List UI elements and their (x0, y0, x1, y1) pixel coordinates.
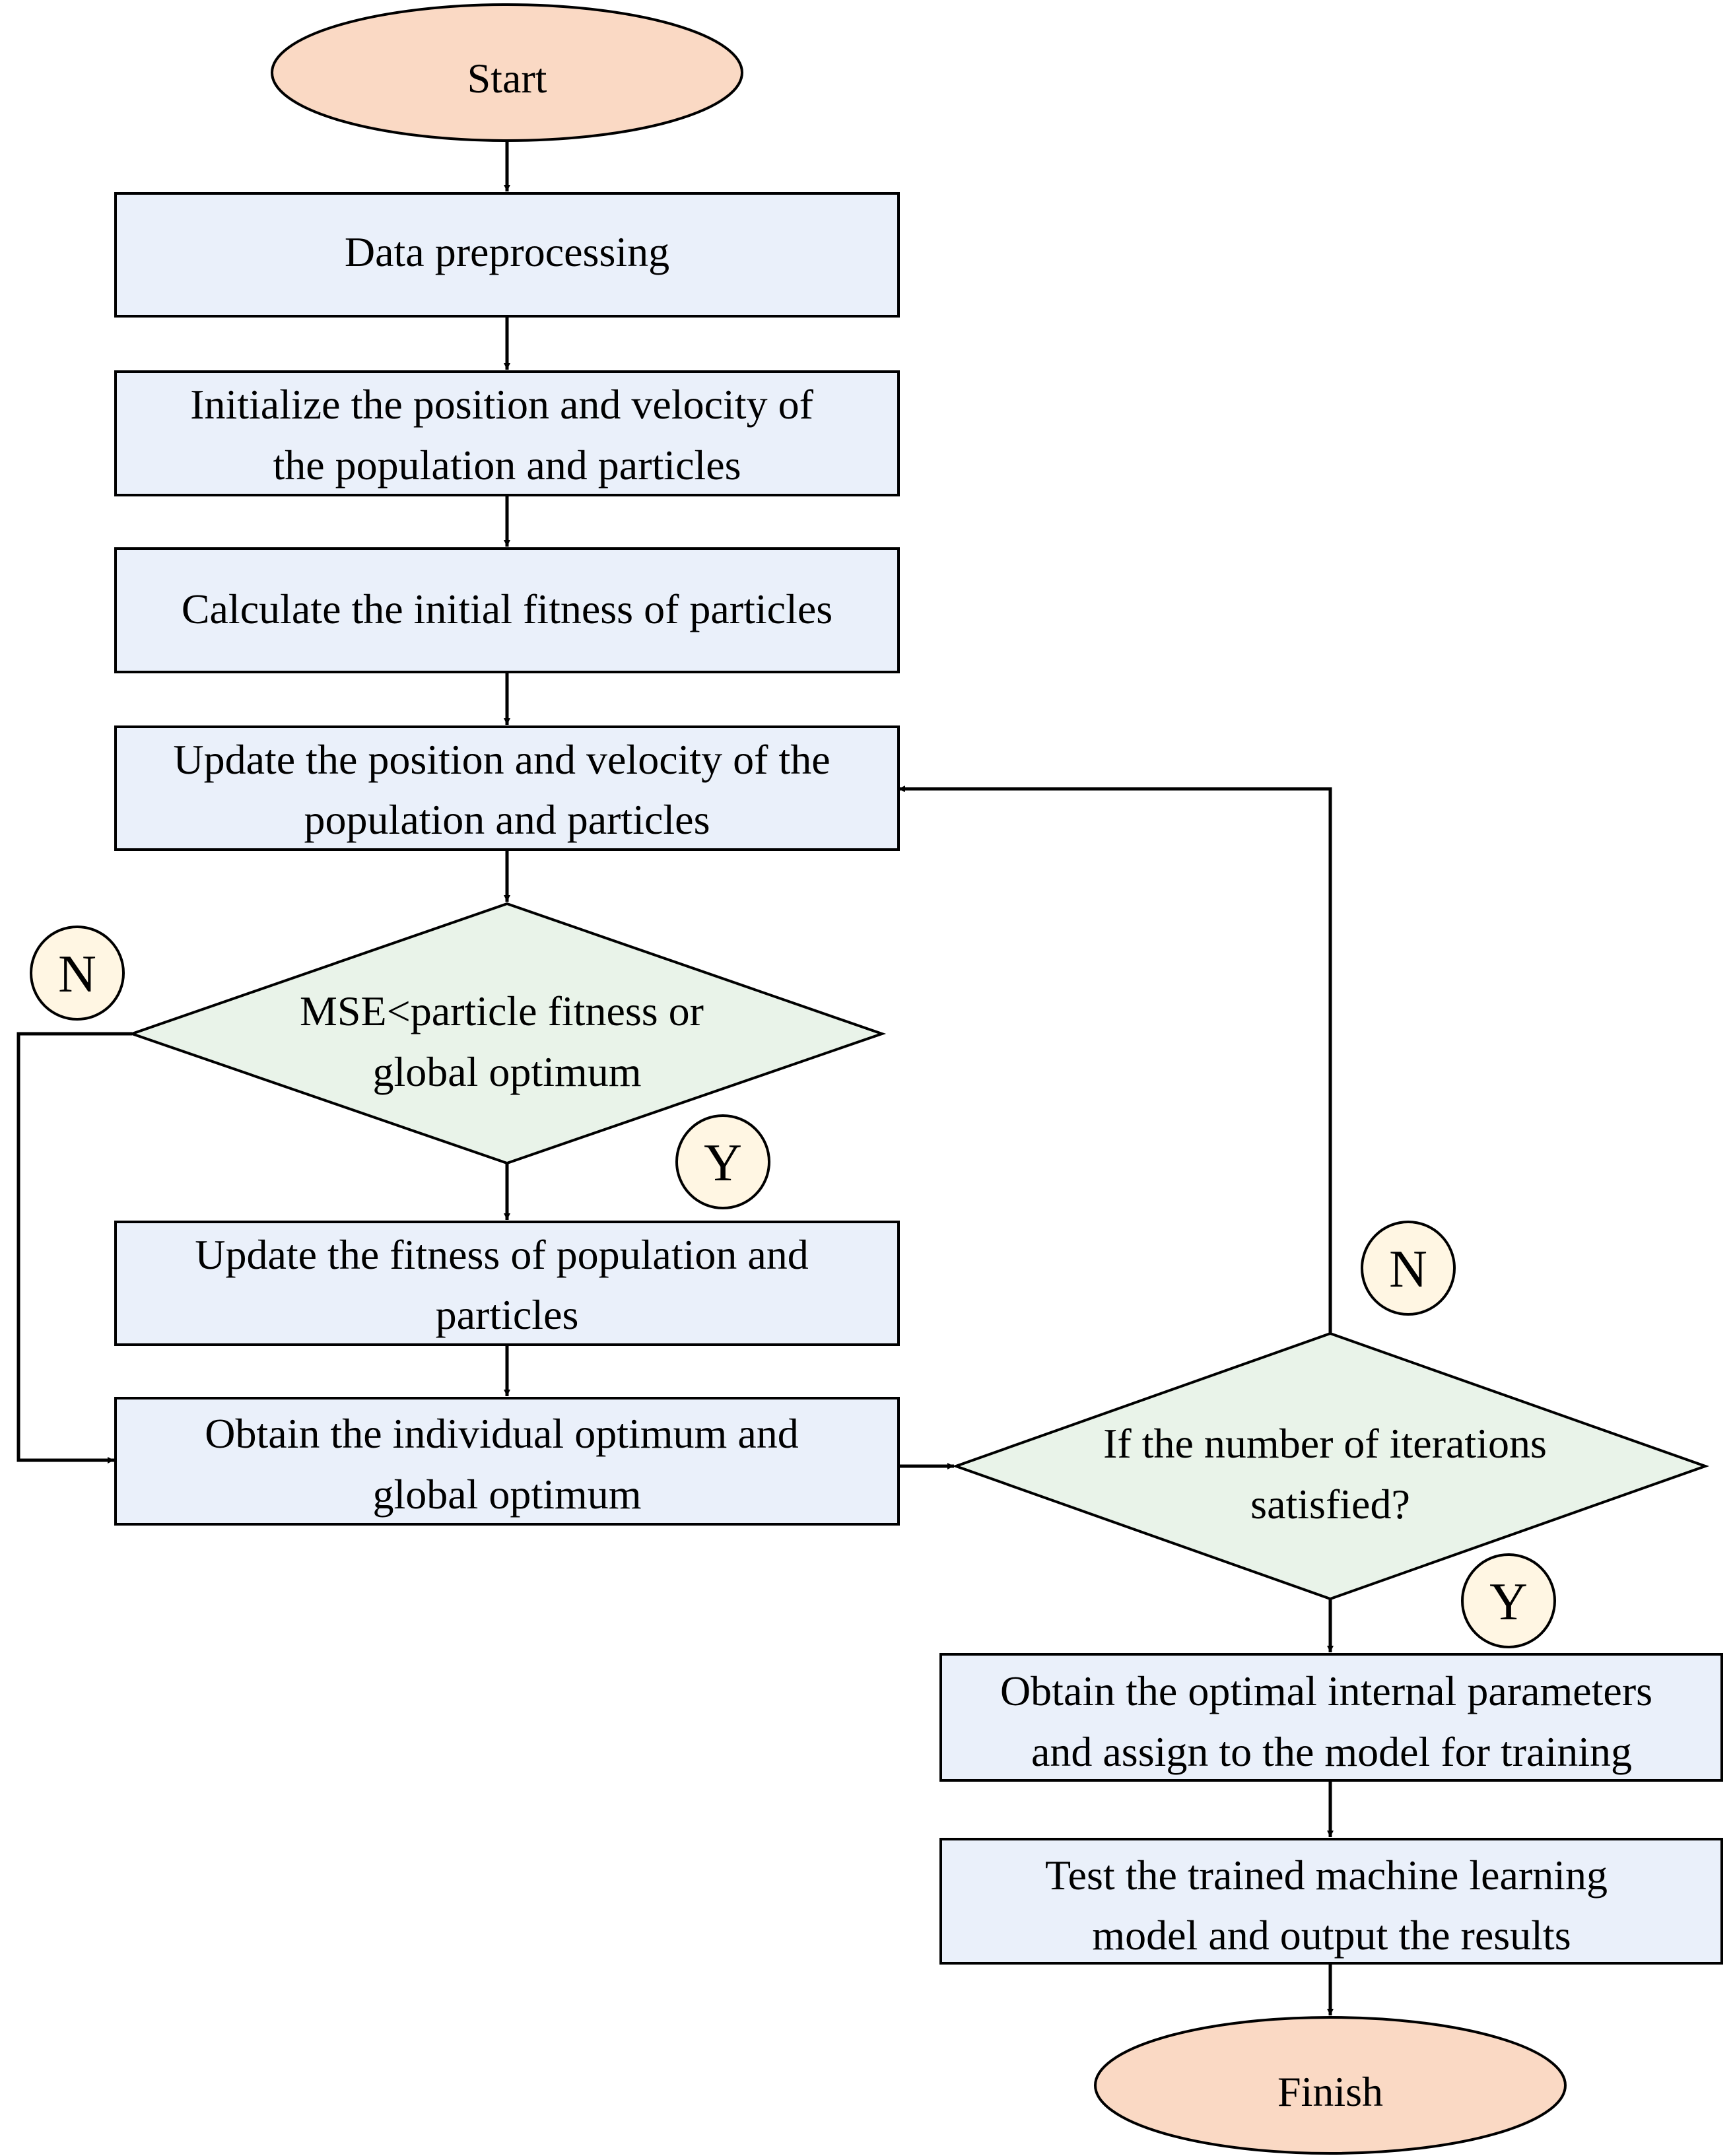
optimal-box (939, 1653, 1723, 1782)
mse-no-badge (30, 926, 125, 1021)
start-label-line: Start (467, 55, 547, 102)
test-label-line-1: Test the trained machine learning (1045, 1852, 1608, 1899)
init-label-line-2: the population and particles (273, 442, 741, 488)
preprocess-label: Data preprocessing (345, 228, 669, 275)
iter-decision (952, 1331, 1709, 1601)
optimal-label: Obtain the optimal internal parameters a… (1000, 1668, 1663, 1775)
shapes (30, 3, 1723, 2155)
calc-label-line: Calculate the initial fitness of particl… (182, 586, 833, 632)
finish-terminal (1094, 2016, 1567, 2155)
arrow-mse-no-to-obtain (17, 1032, 132, 1464)
update-fit-label-line-1: Update the fitness of population and (195, 1231, 809, 1278)
test-label: Test the trained machine learning model … (1045, 1852, 1618, 1959)
optimal-label-line-2: and assign to the model for training (1031, 1728, 1632, 1775)
mse-label-line-2: global optimum (372, 1048, 641, 1095)
iter-no-badge (1361, 1221, 1456, 1316)
mse-yes-badge-label: Y (704, 1134, 742, 1192)
init-box (114, 370, 900, 496)
update-pos-label-line-2: population and particles (304, 796, 710, 843)
update-fit-box (114, 1221, 900, 1346)
update-pos-label-line-1: Update the position and velocity of the (173, 736, 830, 783)
iter-label: If the number of iterations satisfied? (1103, 1420, 1557, 1528)
update-pos-label: Update the position and velocity of the … (173, 736, 840, 843)
start-terminal (271, 3, 743, 142)
iter-label-line-2: satisfied? (1250, 1481, 1410, 1528)
test-box (939, 1838, 1723, 1965)
optimal-label-line-1: Obtain the optimal internal parameters (1000, 1668, 1652, 1714)
finish-label: Finish (1277, 2068, 1383, 2115)
obtain-label-line-2: global optimum (372, 1471, 641, 1518)
iter-no-badge-label: N (1389, 1240, 1427, 1298)
calc-box (114, 547, 900, 673)
start-label: Start (467, 55, 547, 102)
mse-label-line-1: MSE<particle fitness or (300, 988, 704, 1034)
iter-label-line-1: If the number of iterations (1103, 1420, 1547, 1467)
preprocess-box (114, 192, 900, 318)
labels: Start Data preprocessing Initialize the … (58, 55, 1663, 2115)
calc-label: Calculate the initial fitness of particl… (182, 586, 833, 632)
init-label-line-1: Initialize the position and velocity of (190, 381, 813, 428)
iter-yes-badge (1461, 1553, 1556, 1648)
arrow-iter-no-to-update (899, 786, 1332, 1333)
obtain-box (114, 1397, 900, 1526)
update-pos-box (114, 725, 900, 851)
connectors (17, 141, 1334, 2015)
update-fit-label: Update the fitness of population and par… (195, 1231, 819, 1338)
update-fit-label-line-2: particles (436, 1291, 579, 1338)
iter-yes-badge-label: Y (1489, 1573, 1528, 1631)
mse-decision (127, 902, 887, 1165)
preprocess-label-line: Data preprocessing (345, 228, 669, 275)
test-label-line-2: model and output the results (1092, 1912, 1571, 1959)
obtain-label-line-1: Obtain the individual optimum and (205, 1410, 798, 1457)
mse-yes-badge (675, 1114, 770, 1209)
mse-label: MSE<particle fitness or global optimum (300, 988, 714, 1095)
mse-no-badge-label: N (58, 945, 96, 1003)
obtain-label: Obtain the individual optimum and global… (205, 1410, 809, 1518)
init-label: Initialize the position and velocity of … (190, 381, 824, 488)
finish-label-line: Finish (1277, 2068, 1383, 2115)
